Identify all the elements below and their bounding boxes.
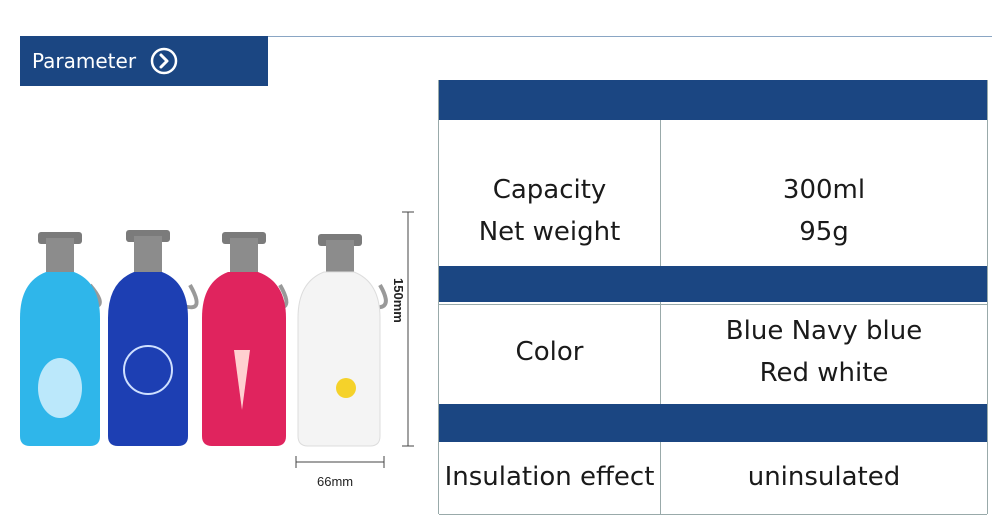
color-label: Color xyxy=(515,337,584,368)
table-row: Capacity Net weight 300ml 95g xyxy=(439,120,987,305)
table-row: Insulation effect uninsulated xyxy=(439,442,987,515)
bottle-white xyxy=(297,234,388,447)
bottle-lineup-image xyxy=(20,211,414,468)
bottle-blue xyxy=(20,232,102,446)
table-cell-value: uninsulated xyxy=(661,442,987,514)
section-header: Parameter xyxy=(20,36,268,86)
table-cell-label: Color xyxy=(439,302,661,404)
table-cell-value: Blue Navy blue Red white xyxy=(661,302,987,404)
color-value-line2: Red white xyxy=(759,358,889,388)
bottle-navy xyxy=(108,230,199,446)
section-title: Parameter xyxy=(32,49,137,73)
width-dimension-line xyxy=(295,456,385,468)
net-weight-label: Net weight xyxy=(478,217,621,247)
chevron-right-circle-icon xyxy=(150,47,178,75)
table-cell-label: Insulation effect xyxy=(439,442,661,514)
net-weight-value: 95g xyxy=(799,217,849,247)
color-value-line1: Blue Navy blue xyxy=(725,316,923,347)
header-divider xyxy=(268,36,992,37)
insulation-label: Insulation effect xyxy=(444,462,655,493)
bottle-red xyxy=(202,232,289,446)
capacity-label: Capacity xyxy=(492,175,607,206)
width-dimension-label: 66mm xyxy=(317,474,354,489)
table-band-mid xyxy=(439,266,987,302)
table-band-lower xyxy=(439,404,987,442)
height-dimension-line xyxy=(402,211,414,447)
table-band-top xyxy=(439,80,987,120)
height-dimension-label: 150mm xyxy=(391,278,406,323)
parameter-table: Capacity Net weight 300ml 95g Color Blue… xyxy=(438,80,988,515)
table-cell-value: 300ml 95g xyxy=(661,120,987,304)
capacity-value: 300ml xyxy=(782,175,866,206)
insulation-value: uninsulated xyxy=(747,462,901,493)
table-cell-label: Capacity Net weight xyxy=(439,120,661,304)
table-row: Color Blue Navy blue Red white xyxy=(439,302,987,404)
